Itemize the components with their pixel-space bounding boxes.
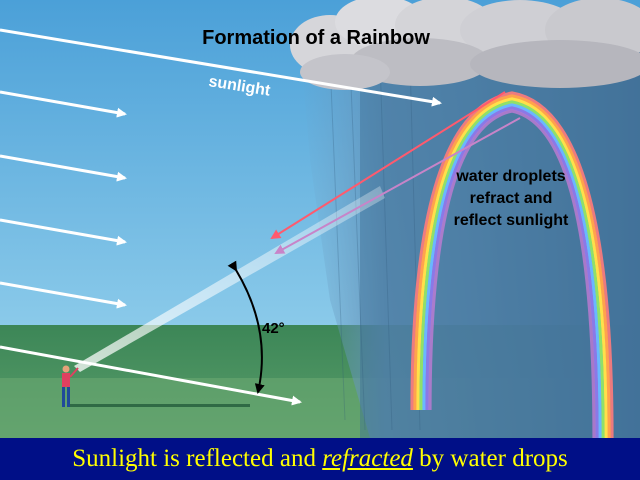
droplet-label-line-3: reflect sunlight xyxy=(454,212,569,229)
diagram-title: Formation of a Rainbow xyxy=(202,27,430,49)
angle-arc xyxy=(227,260,265,394)
caption-end: by water drops xyxy=(412,445,568,472)
observer-figure xyxy=(62,365,79,407)
droplet-label-line-1: water droplets xyxy=(455,168,565,185)
violet-refracted-ray xyxy=(274,117,521,254)
caption-emphasis: refracted xyxy=(322,445,413,472)
red-refracted-ray xyxy=(270,91,506,240)
storm-cloud xyxy=(290,0,640,90)
sun-ray xyxy=(0,218,127,246)
sun-ray xyxy=(0,154,127,182)
sun-ray xyxy=(0,90,127,118)
rainbow xyxy=(410,91,614,438)
caption-bar: Sunlight is reflected and refracted by w… xyxy=(0,438,640,480)
sunlight-rays xyxy=(0,28,442,406)
sun-ray xyxy=(0,28,442,107)
caption-start: Sunlight is reflected and xyxy=(72,445,323,472)
rainbow-diagram: Formation of a Rainbow sunlight water dr… xyxy=(0,0,640,438)
angle-label: 42° xyxy=(262,320,285,337)
caption: Sunlight is reflected and refracted by w… xyxy=(72,445,568,473)
droplet-label-line-2: refract and xyxy=(470,190,553,207)
sun-ray xyxy=(0,281,127,309)
